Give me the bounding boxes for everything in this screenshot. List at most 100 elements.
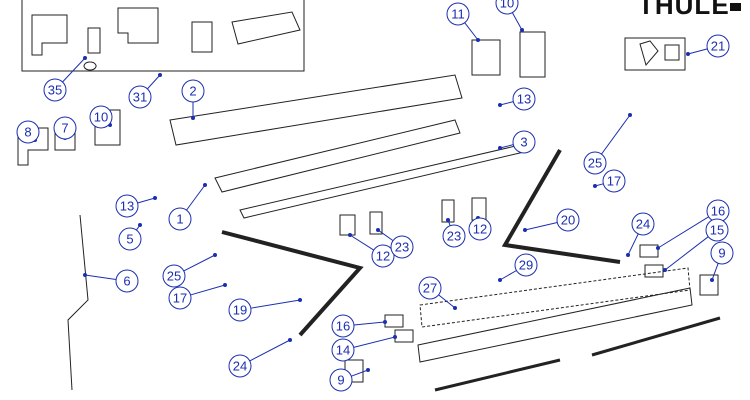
callout-circle — [115, 194, 139, 218]
leader-line — [627, 233, 639, 256]
callout-number: 27 — [423, 281, 437, 296]
callout-number: 21 — [711, 39, 725, 54]
callout-number: 11 — [451, 7, 465, 22]
callout-number: 5 — [126, 232, 133, 247]
callout-5: 5 — [118, 223, 142, 251]
callout-13: 13 — [498, 87, 536, 111]
callout-9: 9 — [329, 368, 370, 392]
callout-12: 12 — [348, 233, 395, 268]
callout-number: 31 — [133, 90, 147, 105]
leader-line — [511, 12, 523, 31]
leader-arrow — [383, 320, 387, 324]
callout-number: 20 — [561, 213, 575, 228]
callout-circle — [331, 314, 355, 338]
parts-12-23 — [339, 197, 487, 236]
part-19-arm — [221, 230, 364, 337]
leader-arrow — [628, 113, 632, 117]
leader-line — [147, 74, 161, 90]
leader-line — [499, 101, 514, 106]
callout-25: 25 — [583, 113, 632, 175]
callout-circle — [512, 130, 536, 154]
leader-line — [137, 197, 156, 204]
callout-circle — [442, 224, 466, 248]
callout-circle — [181, 79, 205, 103]
callout-circle — [162, 264, 186, 288]
callout-6: 6 — [83, 269, 139, 293]
leader-arrow — [203, 183, 207, 187]
leader-line — [524, 222, 558, 231]
part-2-profile — [169, 74, 463, 146]
leader-line — [351, 369, 369, 377]
leader-line — [249, 339, 291, 362]
part-20-arm — [501, 148, 621, 264]
callout-21: 21 — [686, 34, 730, 58]
leader-arrow — [593, 184, 597, 188]
leader-line — [84, 274, 117, 280]
leader-line — [353, 336, 396, 348]
part-end-cap — [31, 14, 68, 56]
callout-number: 17 — [173, 291, 187, 306]
callout-circle — [631, 212, 655, 236]
leader-arrow — [686, 52, 690, 56]
callout-number: 19 — [233, 303, 247, 318]
callout-circle — [446, 2, 470, 26]
leader-line — [711, 263, 719, 281]
leader-line — [601, 114, 631, 155]
callout-circle — [118, 227, 142, 251]
callout-circle — [705, 218, 729, 242]
callout-number: 14 — [336, 343, 350, 358]
callout-11: 11 — [446, 2, 480, 42]
callout-29: 29 — [498, 253, 538, 282]
callout-number: 10 — [500, 0, 514, 11]
callout-circle — [495, 0, 519, 15]
callout-16: 16 — [656, 199, 730, 250]
callout-2: 2 — [181, 79, 205, 120]
callout-circle — [43, 78, 67, 102]
callout-circle — [228, 298, 252, 322]
callout-number: 16 — [711, 204, 725, 219]
callout-14: 14 — [331, 335, 397, 362]
callout-1: 1 — [168, 183, 207, 231]
callout-circle — [706, 34, 730, 58]
leader-line — [250, 299, 301, 309]
leader-arrow — [348, 233, 352, 237]
part-35 — [83, 27, 101, 71]
leader-arrow — [446, 218, 450, 222]
leader-arrow — [223, 283, 227, 287]
callout-25: 25 — [162, 253, 217, 288]
callout-number: 8 — [24, 125, 31, 140]
leader-line — [464, 22, 479, 41]
callout-circle — [168, 286, 192, 310]
leader-arrow — [710, 278, 714, 282]
callout-circle — [371, 244, 395, 268]
leader-line — [499, 144, 514, 149]
leader-line — [62, 57, 86, 83]
callout-17: 17 — [168, 283, 227, 310]
callout-number: 12 — [473, 222, 487, 237]
part-control-box — [231, 11, 301, 45]
callout-number: 35 — [48, 83, 62, 98]
callout-9: 9 — [710, 241, 734, 282]
callout-12: 12 — [468, 216, 492, 241]
callout-circle — [331, 338, 355, 362]
leader-arrow — [213, 253, 217, 257]
leader-arrow — [656, 246, 660, 250]
front-profile — [417, 287, 693, 363]
callout-number: 1 — [176, 212, 183, 227]
leader-arrow — [83, 56, 87, 60]
callout-number: 10 — [94, 110, 108, 125]
leader-line — [657, 216, 709, 249]
callout-circle — [329, 368, 353, 392]
leader-arrow — [83, 273, 87, 277]
leader-line — [186, 184, 206, 211]
callout-19: 19 — [228, 298, 302, 322]
callout-circle — [710, 241, 734, 265]
leader-line — [377, 229, 394, 242]
callout-number: 24 — [233, 359, 247, 374]
parts-16-15-9 — [639, 244, 719, 296]
callout-circle — [390, 235, 414, 259]
callout-number: 12 — [376, 249, 390, 264]
callout-circle — [228, 354, 252, 378]
callout-3: 3 — [498, 130, 536, 154]
